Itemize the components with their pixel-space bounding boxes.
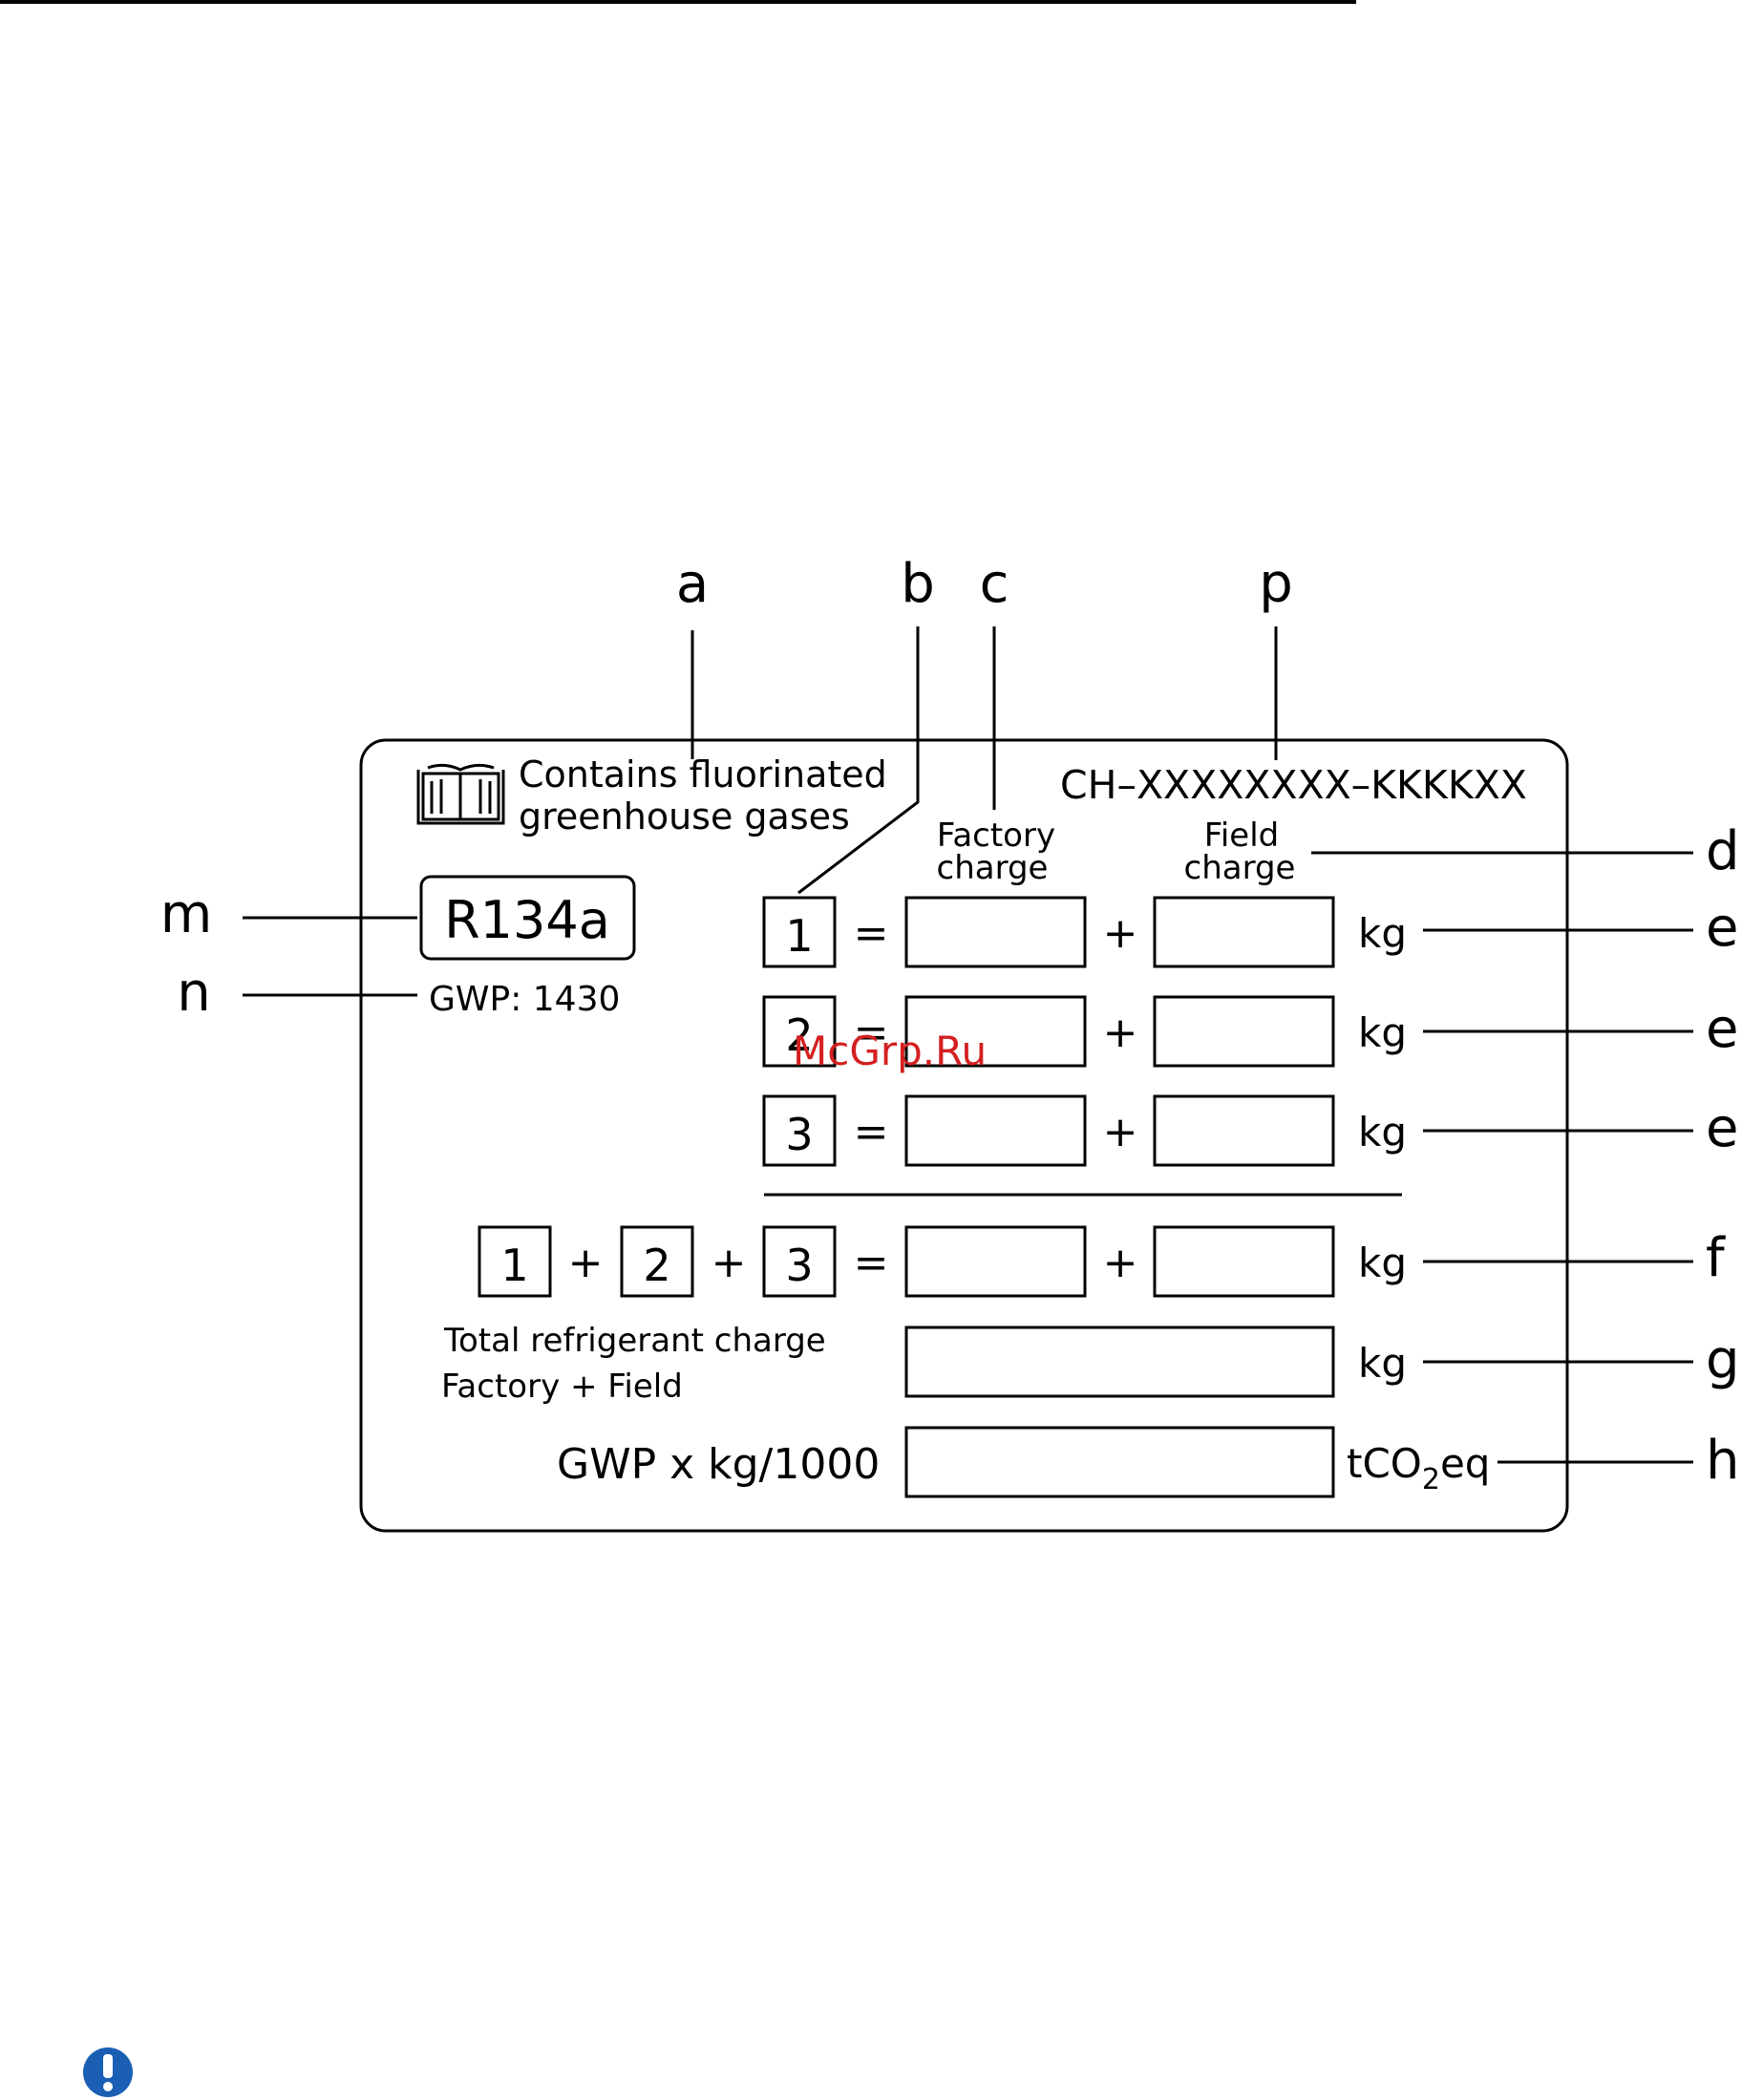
factory-charge-field[interactable]	[906, 898, 1085, 966]
circuit-number: 3	[785, 1240, 813, 1291]
callout-h: h	[1706, 1430, 1740, 1492]
plus-sign: +	[1103, 1108, 1138, 1156]
total-charge-field[interactable]	[906, 1327, 1333, 1396]
callout-b: b	[901, 553, 935, 615]
factory-charge-total-field[interactable]	[906, 1227, 1085, 1296]
circuit-row-1: 1 = + kg	[764, 898, 1407, 966]
callout-c: c	[980, 553, 1009, 615]
product-code: CH–XXXXXXXX–KKKKXX	[1060, 762, 1527, 808]
field-charge-field[interactable]	[1155, 898, 1333, 966]
callout-a: a	[676, 553, 709, 615]
col-factory-line2: charge	[937, 849, 1049, 887]
plus-sign: +	[1103, 1239, 1138, 1287]
callout-d: d	[1706, 820, 1740, 882]
watermark: McGrp.Ru	[793, 1028, 987, 1074]
unit-kg: kg	[1358, 1009, 1407, 1056]
field-charge-total-field[interactable]	[1155, 1227, 1333, 1296]
circuit-number: 1	[785, 910, 813, 962]
callout-f: f	[1706, 1227, 1726, 1289]
circuit-number: 3	[785, 1109, 813, 1160]
equals-sign: =	[854, 909, 889, 958]
co2-equivalent-field[interactable]	[906, 1428, 1333, 1496]
top-rule	[0, 0, 1356, 4]
circuit-number: 1	[500, 1240, 528, 1291]
unit-co2-eq: eq	[1440, 1440, 1491, 1487]
callout-p: p	[1259, 553, 1293, 615]
plus-sign: +	[1103, 1008, 1138, 1057]
circuit-number: 2	[643, 1240, 670, 1291]
callout-e3: e	[1706, 1097, 1738, 1159]
field-charge-field[interactable]	[1155, 997, 1333, 1066]
plus-sign: +	[1103, 909, 1138, 958]
total-charge-line1: Total refrigerant charge	[443, 1322, 826, 1360]
book-icon	[418, 765, 503, 823]
plus-sign: +	[568, 1239, 604, 1287]
unit-kg: kg	[1358, 1340, 1407, 1387]
total-charge-line2: Factory + Field	[441, 1368, 683, 1406]
callout-n: n	[177, 962, 211, 1024]
heading-line2: greenhouse gases	[519, 795, 850, 838]
col-field-line2: charge	[1184, 849, 1296, 887]
equals-sign: =	[854, 1108, 889, 1156]
plus-sign: +	[712, 1239, 747, 1287]
callout-e1: e	[1706, 897, 1738, 959]
refrigerant-name: R134a	[444, 890, 610, 950]
factory-charge-field[interactable]	[906, 1096, 1085, 1165]
heading-line1: Contains fluorinated	[519, 753, 887, 795]
callout-e2: e	[1706, 998, 1738, 1060]
sum-row: 1 + 2 + 3 = + kg	[479, 1227, 1407, 1296]
unit-kg: kg	[1358, 1109, 1407, 1156]
unit-kg: kg	[1358, 910, 1407, 957]
field-charge-field[interactable]	[1155, 1096, 1333, 1165]
gwp-formula: GWP x kg/1000	[557, 1440, 880, 1489]
equals-sign: =	[854, 1239, 889, 1287]
circuit-row-3: 3 = + kg	[764, 1096, 1407, 1165]
unit-co2-sub: 2	[1422, 1463, 1440, 1496]
callout-g: g	[1706, 1329, 1740, 1391]
exclamation-icon	[83, 2047, 133, 2097]
unit-co2eq: tCO2eq	[1347, 1440, 1490, 1496]
unit-co2-t: tCO	[1347, 1440, 1422, 1487]
unit-kg: kg	[1358, 1240, 1407, 1286]
gwp-value: GWP: 1430	[429, 980, 620, 1019]
callout-m: m	[160, 883, 213, 945]
